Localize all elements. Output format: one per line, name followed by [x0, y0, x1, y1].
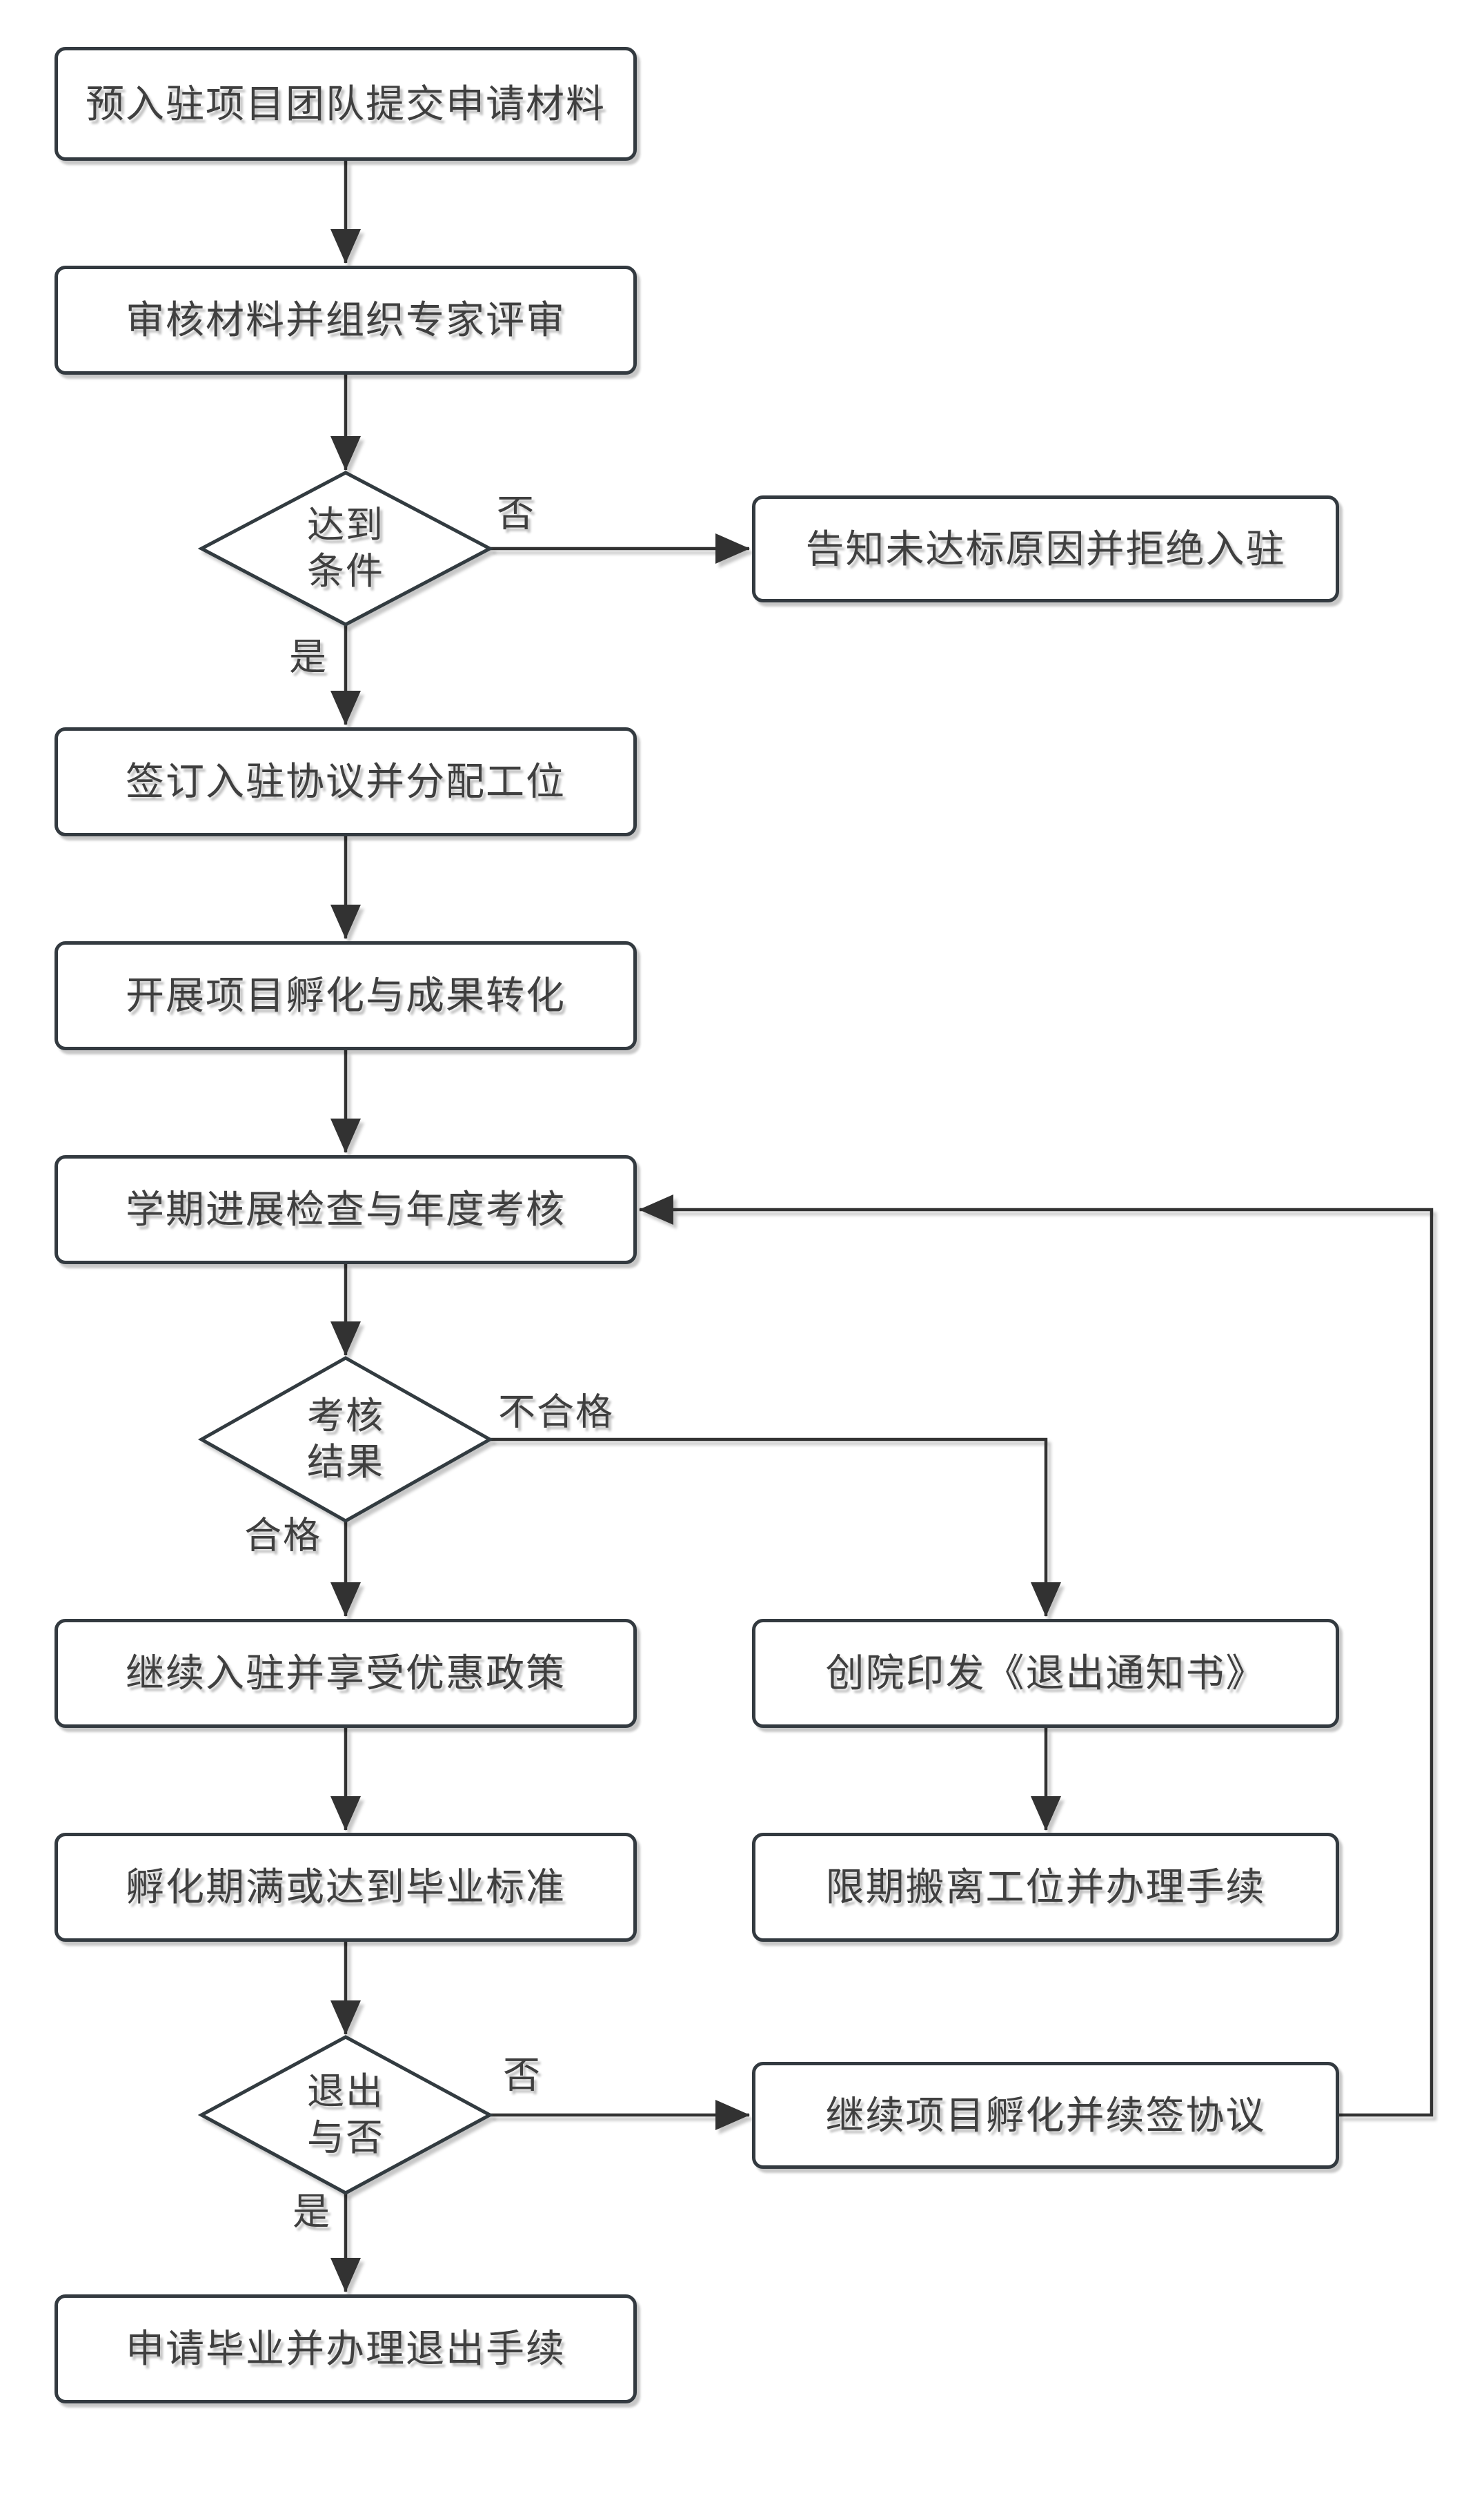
node-exit-notice-label: 创院印发《退出通知书》 [825, 1651, 1266, 1695]
node-review: 审核材料并组织专家评审 [55, 266, 637, 375]
node-sign-label: 签订入驻协议并分配工位 [126, 760, 566, 803]
edge-label-meet-yes: 是 [289, 636, 328, 678]
diamond-meet-conditions [197, 471, 494, 627]
diamond-meet-conditions-label: 达到 条件 [307, 504, 384, 593]
node-renew-label: 继续项目孵化并续签协议 [825, 2093, 1266, 2137]
node-reject-label: 告知未达标原因并拒绝入驻 [805, 527, 1286, 571]
node-incubate: 开展项目孵化与成果转化 [55, 941, 637, 1050]
node-graduate: 申请毕业并办理退出手续 [55, 2294, 637, 2403]
node-maturity: 孵化期满或达到毕业标准 [55, 1833, 637, 1942]
edge-label-meet-no: 否 [497, 493, 535, 535]
node-move-out-label: 限期搬离工位并办理手续 [825, 1865, 1266, 1909]
diamond-exit-decision-label: 退出 与否 [307, 2070, 384, 2159]
node-exit-notice: 创院印发《退出通知书》 [752, 1619, 1339, 1728]
node-check-label: 学期进展检查与年度考核 [126, 1188, 566, 1231]
node-submit: 预入驻项目团队提交申请材料 [55, 47, 637, 161]
edge-renew-loop-check [639, 1194, 1434, 2117]
node-move-out: 限期搬离工位并办理手续 [752, 1833, 1339, 1942]
node-reject: 告知未达标原因并拒绝入驻 [752, 495, 1339, 602]
edge-assess-fail-notice [490, 1437, 1061, 1617]
edge-label-assess-pass: 合格 [244, 1515, 321, 1557]
node-renew: 继续项目孵化并续签协议 [752, 2062, 1339, 2169]
edge-label-assess-fail: 不合格 [498, 1391, 614, 1433]
diamond-assessment-result [197, 1356, 494, 1523]
node-check: 学期进展检查与年度考核 [55, 1155, 637, 1264]
node-submit-label: 预入驻项目团队提交申请材料 [86, 81, 606, 126]
node-review-label: 审核材料并组织专家评审 [126, 298, 566, 342]
node-graduate-label: 申请毕业并办理退出手续 [126, 2327, 566, 2370]
edge-label-exit-no: 否 [503, 2054, 542, 2096]
node-sign: 签订入驻协议并分配工位 [55, 727, 637, 836]
node-incubate-label: 开展项目孵化与成果转化 [126, 974, 566, 1017]
node-continue-stay: 继续入驻并享受优惠政策 [55, 1619, 637, 1728]
node-maturity-label: 孵化期满或达到毕业标准 [126, 1865, 566, 1909]
diamond-exit-decision [197, 2035, 494, 2195]
diamond-assessment-result-label: 考核 结果 [307, 1395, 384, 1484]
edge-label-exit-yes: 是 [293, 2191, 331, 2233]
node-continue-stay-label: 继续入驻并享受优惠政策 [126, 1651, 566, 1695]
